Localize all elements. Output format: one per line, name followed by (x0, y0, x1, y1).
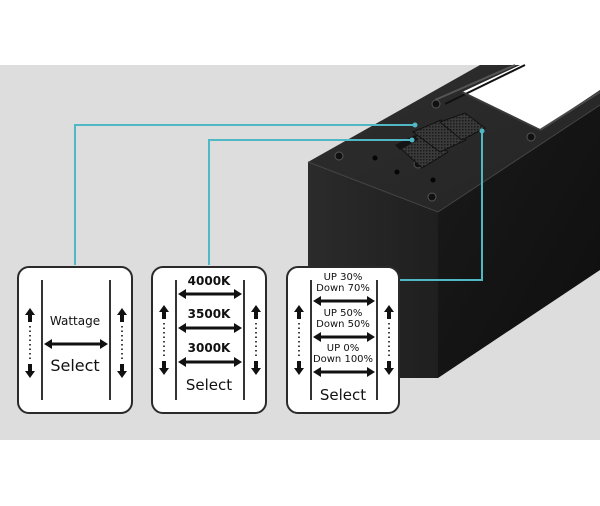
left-rail (41, 280, 43, 400)
right-rail (243, 280, 245, 400)
right-rail (109, 280, 111, 400)
double-headed-arrow-icon (178, 289, 242, 299)
up-down-arrow-icon (294, 305, 304, 375)
select-label: Select (319, 386, 367, 404)
left-rail (175, 280, 177, 400)
double-headed-arrow-icon (313, 367, 375, 377)
double-headed-arrow-icon (313, 332, 375, 342)
right-rail (376, 280, 378, 400)
up-down-arrow-icon (384, 305, 394, 375)
double-headed-arrow-icon (178, 357, 242, 367)
cct-option-4000k: 4000K (187, 274, 231, 288)
distribution-panel: UP 30% Down 70% UP 50% Down 50% UP 0% Do… (286, 266, 400, 414)
up-down-arrow-icon (117, 308, 127, 378)
distribution-option-2: UP 50% Down 50% (288, 308, 398, 330)
option-up-text: UP 0% (326, 343, 360, 354)
double-headed-arrow-icon (178, 323, 242, 333)
option-up-text: UP 30% (323, 272, 363, 283)
connector-lines (74, 124, 483, 281)
distribution-option-1: UP 30% Down 70% (288, 272, 398, 294)
wattage-panel: Wattage Select (17, 266, 133, 414)
cct-panel: 4000K 3500K 3000K Select (151, 266, 267, 414)
option-down-text: Down 50% (316, 319, 370, 330)
left-rail (310, 280, 312, 400)
up-down-arrow-icon (159, 305, 169, 375)
up-down-arrow-icon (251, 305, 261, 375)
connector-wattage (74, 124, 415, 265)
select-label: Select (185, 376, 233, 394)
select-label: Select (50, 356, 100, 375)
option-up-text: UP 50% (323, 308, 363, 319)
wattage-label: Wattage (49, 314, 101, 328)
up-down-arrow-icon (25, 308, 35, 378)
fixture-side-face (438, 105, 600, 378)
cct-option-3500k: 3500K (187, 307, 231, 321)
cct-option-3000k: 3000K (187, 341, 231, 355)
option-down-text: Down 70% (316, 283, 370, 294)
connector-cct (208, 139, 412, 265)
double-headed-arrow-icon (313, 296, 375, 306)
distribution-option-3: UP 0% Down 100% (288, 343, 398, 365)
option-down-text: Down 100% (312, 354, 374, 365)
double-headed-arrow-icon (44, 339, 108, 349)
lens-opening (462, 65, 600, 130)
connector-distribution (398, 131, 483, 281)
